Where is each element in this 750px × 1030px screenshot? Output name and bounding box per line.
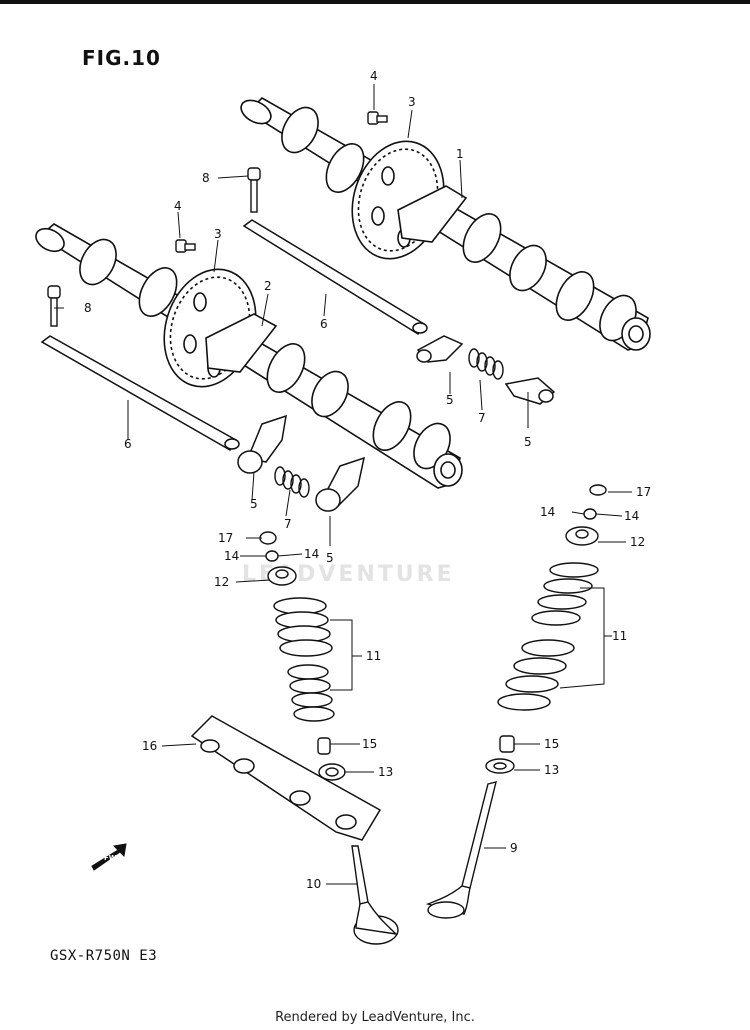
callout-7-lower: 7 bbox=[284, 517, 292, 531]
rocker-arms-lower bbox=[237, 414, 366, 512]
callout-17-right: 17 bbox=[636, 485, 651, 499]
forward-direction-arrow: FWD bbox=[91, 843, 127, 871]
callout-11-left: 11 bbox=[366, 649, 381, 663]
callout-15-right: 15 bbox=[544, 737, 559, 751]
callout-14-left-b: 14 bbox=[304, 547, 319, 561]
top-border-rule bbox=[0, 0, 750, 4]
callout-12-left: 12 bbox=[214, 575, 229, 589]
callout-14-left-a: 14 bbox=[224, 549, 239, 563]
rocker-spring-upper bbox=[468, 348, 504, 380]
callout-10: 10 bbox=[306, 877, 321, 891]
callout-9: 9 bbox=[510, 841, 518, 855]
callout-5-upper-left: 5 bbox=[446, 393, 454, 407]
callout-12-right: 12 bbox=[630, 535, 645, 549]
render-credit-footer: Rendered by LeadVenture, Inc. bbox=[275, 1010, 475, 1025]
callout-4-upper: 4 bbox=[370, 69, 378, 83]
callout-6-lower: 6 bbox=[124, 437, 132, 451]
callout-3-upper: 3 bbox=[408, 95, 416, 109]
callout-8-lower: 8 bbox=[84, 301, 92, 315]
callout-13-left: 13 bbox=[378, 765, 393, 779]
callout-1: 1 bbox=[456, 147, 464, 161]
callout-3-lower: 3 bbox=[214, 227, 222, 241]
callout-13-right: 13 bbox=[544, 763, 559, 777]
head-gasket-16 bbox=[190, 715, 382, 841]
callout-8-upper: 8 bbox=[202, 171, 210, 185]
callout-17-left: 17 bbox=[218, 531, 233, 545]
leader-lines bbox=[54, 84, 632, 885]
valve-train-left bbox=[259, 531, 399, 945]
camshaft-upper bbox=[240, 97, 651, 351]
callout-5-lower-right: 5 bbox=[326, 551, 334, 565]
fwd-label: FWD bbox=[104, 854, 123, 862]
rocker-arms-upper bbox=[416, 335, 556, 405]
callout-4-lower: 4 bbox=[174, 199, 182, 213]
callout-5-upper-right: 5 bbox=[524, 435, 532, 449]
cam-sprocket-upper bbox=[351, 140, 468, 260]
bolts bbox=[47, 111, 388, 327]
callout-labels: 1 2 3 3 4 4 5 5 5 5 6 6 7 7 8 8 9 10 11 … bbox=[84, 69, 651, 891]
callout-11-right: 11 bbox=[612, 629, 627, 643]
valve-train-right bbox=[425, 484, 607, 919]
rocker-shaft-upper bbox=[242, 219, 428, 336]
callout-14-right-a: 14 bbox=[540, 505, 555, 519]
rocker-spring-lower bbox=[274, 466, 310, 498]
callout-7-upper: 7 bbox=[478, 411, 486, 425]
callout-14-right-b: 14 bbox=[624, 509, 639, 523]
figure-title: FIG.10 bbox=[82, 46, 161, 70]
callout-2: 2 bbox=[264, 279, 272, 293]
rocker-shaft-lower bbox=[40, 335, 240, 452]
model-code: GSX-R750N E3 bbox=[50, 948, 158, 964]
cam-sprocket-lower bbox=[163, 268, 278, 388]
callout-15-left: 15 bbox=[362, 737, 377, 751]
callout-16: 16 bbox=[142, 739, 157, 753]
callout-5-lower-left: 5 bbox=[250, 497, 258, 511]
callout-6-upper: 6 bbox=[320, 317, 328, 331]
